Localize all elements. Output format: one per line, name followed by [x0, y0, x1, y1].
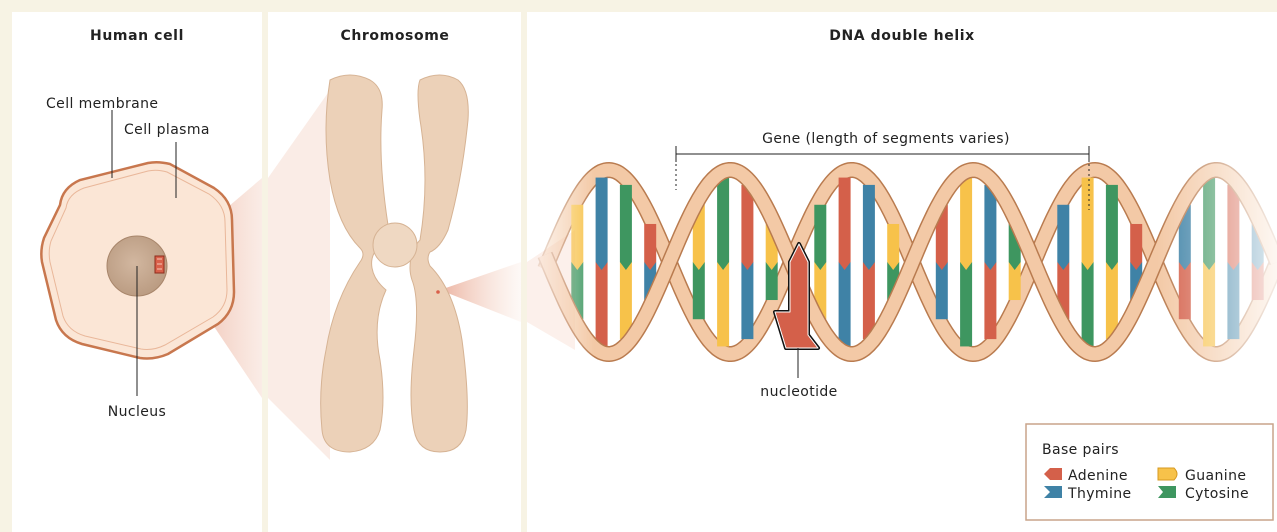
base-pair-lower	[693, 262, 705, 319]
base-pair-upper	[596, 178, 608, 262]
base-pair-upper	[717, 178, 729, 262]
base-pair-lower	[1203, 262, 1215, 346]
base-pair-lower	[1179, 262, 1191, 319]
guanine-swatch	[1158, 468, 1177, 480]
dna-panel-title: DNA double helix	[829, 28, 975, 44]
base-pair-upper	[1082, 178, 1094, 262]
base-pair-lower	[960, 262, 972, 346]
base-pair-lower	[936, 262, 948, 319]
base-pair-upper	[644, 224, 656, 262]
legend-label-guanine: Guanine	[1185, 468, 1246, 484]
base-pair-upper	[814, 205, 826, 262]
base-pair-lower	[1227, 262, 1239, 339]
base-pair-upper	[571, 205, 583, 262]
cell-membrane-label: Cell membrane	[46, 96, 158, 112]
legend: Base pairs Adenine Guanine Thymine Cytos…	[1026, 424, 1273, 520]
base-pair-upper	[1106, 185, 1118, 262]
base-pair-lower	[596, 262, 608, 346]
base-pair-lower	[839, 262, 851, 346]
base-pair-upper	[1130, 224, 1142, 262]
base-pair-lower	[1082, 262, 1094, 346]
gene-locus	[436, 290, 440, 294]
centromere	[373, 223, 417, 267]
base-pair-upper	[887, 224, 899, 262]
base-pair-lower	[717, 262, 729, 346]
base-pair-upper	[863, 185, 875, 262]
gene-label: Gene (length of segments varies)	[762, 131, 1010, 147]
legend-label-adenine: Adenine	[1068, 468, 1128, 484]
base-pair-upper	[1057, 205, 1069, 262]
cell-plasma-label: Cell plasma	[124, 122, 210, 138]
base-pair-upper	[839, 178, 851, 262]
base-pair-upper	[620, 185, 632, 262]
base-pair-lower	[741, 262, 753, 339]
legend-label-thymine: Thymine	[1067, 486, 1132, 502]
nucleotide-label: nucleotide	[760, 384, 837, 400]
legend-label-cytosine: Cytosine	[1185, 486, 1249, 502]
nucleus-label: Nucleus	[108, 404, 167, 420]
base-pair-upper	[1203, 178, 1215, 262]
cell-panel-title: Human cell	[90, 28, 184, 44]
chromosome-panel-title: Chromosome	[340, 28, 449, 44]
legend-title: Base pairs	[1042, 442, 1119, 458]
base-pair-upper	[960, 178, 972, 262]
base-pair-lower	[984, 262, 996, 339]
